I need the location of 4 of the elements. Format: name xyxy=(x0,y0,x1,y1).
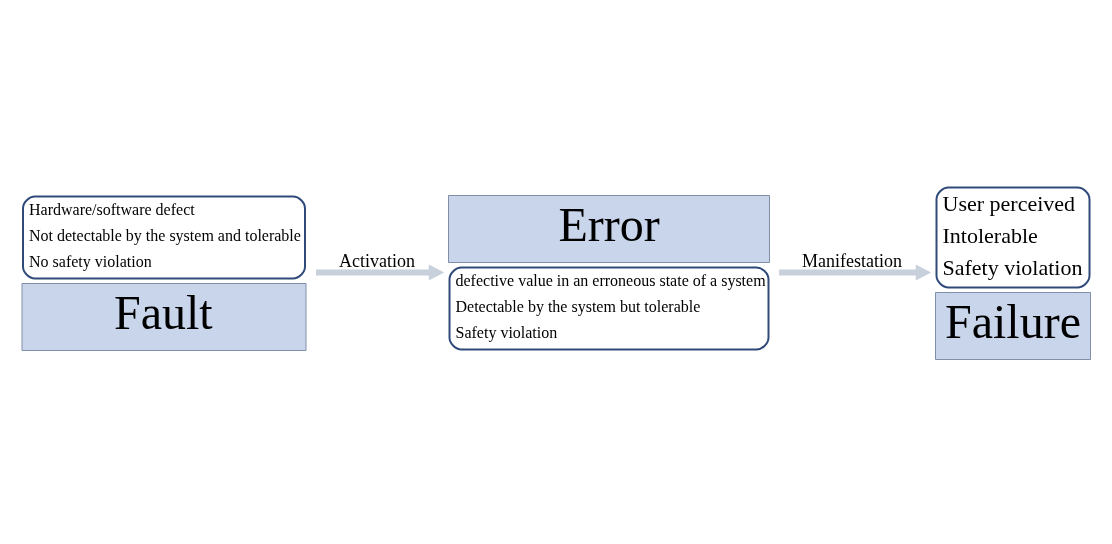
edge-label: Manifestation xyxy=(802,250,902,271)
edge-label: Activation xyxy=(339,250,415,271)
arrow xyxy=(316,263,445,281)
arrow xyxy=(779,263,932,281)
